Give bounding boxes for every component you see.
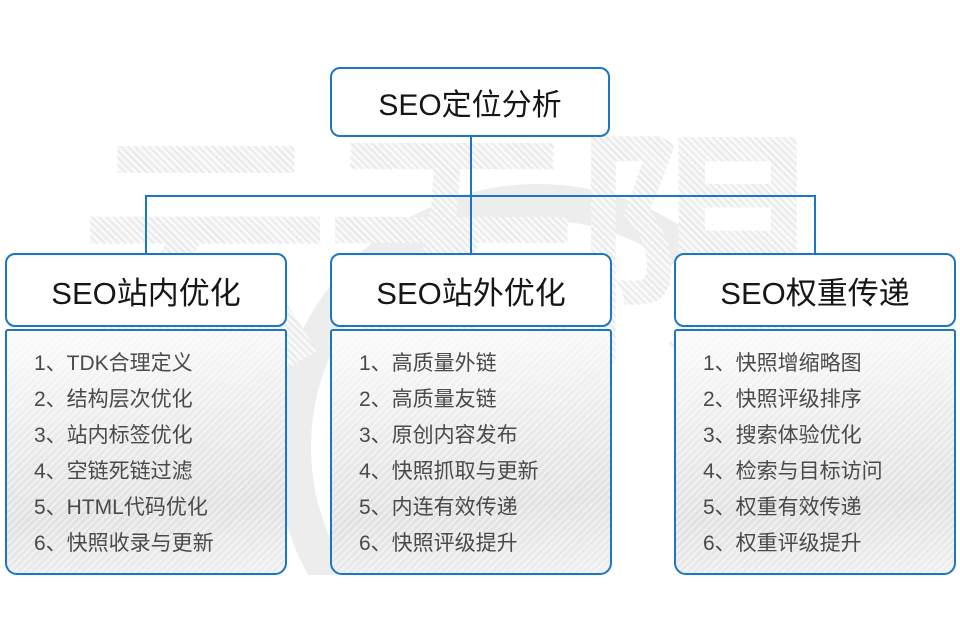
- connector-horizontal: [145, 195, 816, 197]
- column-header-offsite: SEO站外优化: [330, 253, 612, 327]
- list-item: 1、快照增缩略图: [703, 352, 862, 375]
- panel-weight: 1、快照增缩略图 2、快照评级排序 3、搜索体验优化 4、检索与目标访问 5、权…: [674, 329, 956, 575]
- connector-drop-middle: [470, 195, 472, 253]
- column-header-offsite-title: SEO站外优化: [376, 275, 566, 311]
- panel-onsite: 1、TDK合理定义 2、结构层次优化 3、站内标签优化 4、空链死链过滤 5、H…: [5, 329, 287, 575]
- list-item: 3、原创内容发布: [359, 424, 518, 447]
- list-item: 4、空链死链过滤: [34, 460, 193, 483]
- list-item: 2、结构层次优化: [34, 388, 193, 411]
- panel-offsite: 1、高质量外链 2、高质量友链 3、原创内容发布 4、快照抓取与更新 5、内连有…: [330, 329, 612, 575]
- list-item: 4、检索与目标访问: [703, 460, 883, 483]
- column-header-weight-title: SEO权重传递: [720, 275, 910, 311]
- column-header-onsite-title: SEO站内优化: [51, 275, 241, 311]
- list-item: 1、TDK合理定义: [34, 352, 193, 375]
- panel-offsite-list: 1、高质量外链 2、高质量友链 3、原创内容发布 4、快照抓取与更新 5、内连有…: [332, 331, 610, 562]
- list-item: 3、站内标签优化: [34, 424, 193, 447]
- column-header-weight: SEO权重传递: [674, 253, 956, 327]
- list-item: 2、快照评级排序: [703, 388, 862, 411]
- panel-onsite-list: 1、TDK合理定义 2、结构层次优化 3、站内标签优化 4、空链死链过滤 5、H…: [7, 331, 285, 562]
- connector-drop-left: [145, 195, 147, 253]
- panel-weight-list: 1、快照增缩略图 2、快照评级排序 3、搜索体验优化 4、检索与目标访问 5、权…: [676, 331, 954, 562]
- column-header-onsite: SEO站内优化: [5, 253, 287, 327]
- list-item: 1、高质量外链: [359, 352, 497, 375]
- list-item: 4、快照抓取与更新: [359, 460, 539, 483]
- list-item: 6、快照收录与更新: [34, 532, 214, 555]
- list-item: 6、快照评级提升: [359, 532, 518, 555]
- connector-drop-right: [814, 195, 816, 253]
- connector-root-drop: [470, 137, 472, 195]
- list-item: 3、搜索体验优化: [703, 424, 862, 447]
- root-node-title: SEO定位分析: [378, 89, 562, 122]
- root-node-seo-positioning: SEO定位分析: [330, 67, 610, 137]
- list-item: 2、高质量友链: [359, 388, 497, 411]
- list-item: 5、内连有效传递: [359, 496, 518, 519]
- list-item: 6、权重评级提升: [703, 532, 862, 555]
- list-item: 5、权重有效传递: [703, 496, 862, 519]
- list-item: 5、HTML代码优化: [34, 496, 208, 519]
